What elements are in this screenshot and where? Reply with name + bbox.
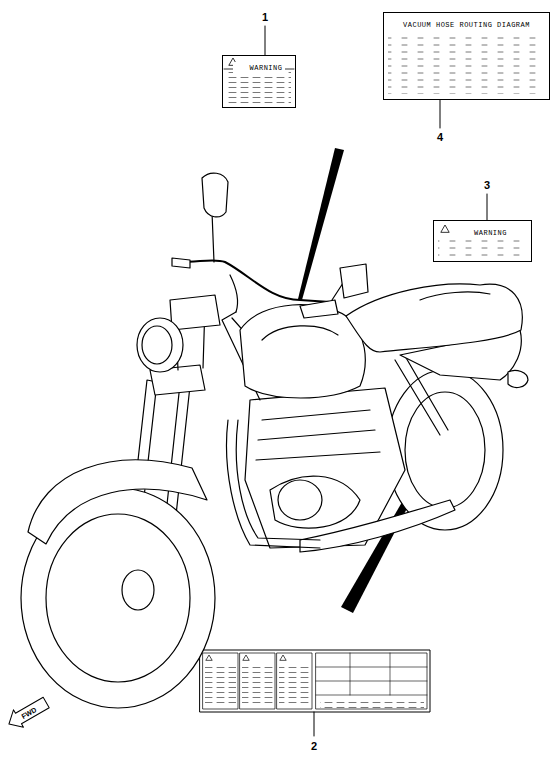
forward-arrow: [4, 694, 51, 733]
label-sticker: [200, 650, 430, 712]
callout-number: 4: [436, 131, 444, 143]
hose-routing-sticker: VACUUM HOSE ROUTING DIAGRAM: [383, 12, 550, 100]
callout-number: 2: [310, 740, 318, 752]
pointer-wedge: [298, 148, 344, 300]
warning-triangle: [441, 225, 449, 232]
callout-number: 1: [261, 11, 269, 23]
callout-number: 3: [483, 179, 491, 191]
sticker-heading: WARNING: [233, 62, 286, 74]
sticker-heading: WARNING: [455, 227, 510, 239]
warning-sticker: WARNING: [433, 220, 532, 262]
motorcycle: [21, 173, 528, 708]
warning-sticker: WARNING: [222, 55, 296, 108]
sticker-print: [224, 32, 544, 258]
sticker-heading: VACUUM HOSE ROUTING DIAGRAM: [400, 19, 533, 31]
